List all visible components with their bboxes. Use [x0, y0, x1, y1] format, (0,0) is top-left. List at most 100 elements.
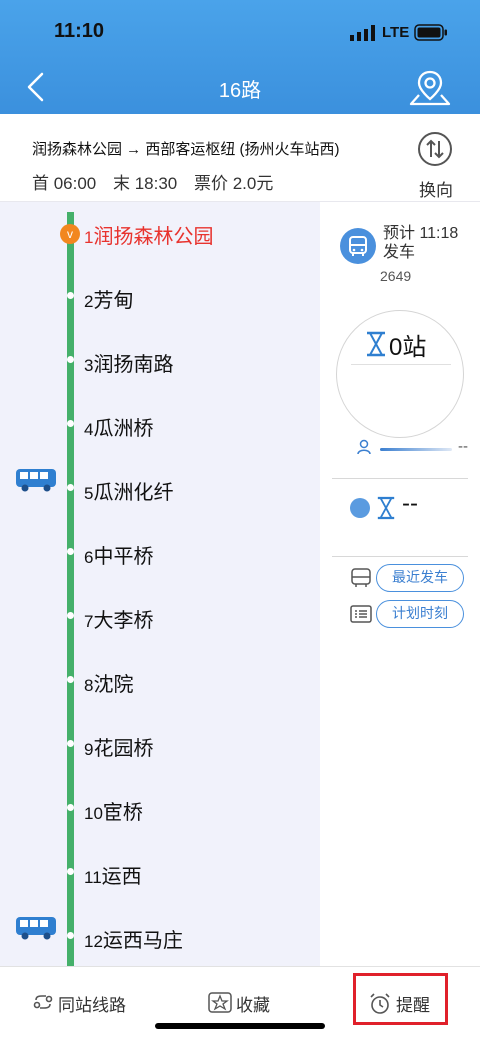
network-label: LTE	[382, 24, 410, 41]
divider	[351, 364, 451, 365]
status-bar: 11:10 LTE	[0, 0, 480, 62]
stop-item[interactable]: 12运西马庄	[0, 916, 320, 956]
stop-dot	[67, 804, 74, 811]
schedule-button[interactable]: 计划时刻	[376, 600, 464, 628]
divider	[332, 556, 468, 557]
top-bar: 11:10 LTE 16路	[0, 0, 480, 114]
swap-direction-button[interactable]: 换向	[410, 128, 462, 200]
stop-label: 花园桥	[93, 738, 154, 760]
stop-item[interactable]: 7大李桥	[0, 596, 320, 636]
status-time: 11:10	[54, 20, 105, 42]
stop-label: 运西	[101, 866, 142, 888]
battery-icon	[414, 24, 447, 41]
stop-dot	[67, 612, 74, 619]
back-icon[interactable]	[20, 70, 54, 104]
alarm-clock-icon	[370, 993, 390, 1014]
stop-item[interactable]: 10宦桥	[0, 788, 320, 828]
stop-name: 5瓜洲化纤	[84, 476, 173, 505]
route-line	[67, 212, 74, 966]
bus-stop-icon	[340, 228, 376, 264]
stop-name: 9花园桥	[84, 732, 153, 761]
start-marker-icon: v	[60, 224, 80, 244]
stop-item[interactable]: 3润扬南路	[0, 340, 320, 380]
departure-label: 发车	[383, 244, 416, 261]
crowd-level: --	[356, 438, 476, 458]
stop-dot	[67, 868, 74, 875]
first-bus-time: 首 06:00	[32, 174, 97, 193]
stop-dot	[67, 932, 74, 939]
stop-number: 6	[84, 548, 94, 567]
bottom-tab-bar: 同站线路 收藏 提醒	[0, 966, 480, 1039]
route-direction: 润扬森林公园 → 西部客运枢纽 (扬州火车站西)	[32, 141, 340, 158]
tab-favorite[interactable]: 收藏	[208, 989, 288, 1019]
departure-time: 预计 11:18 发车	[383, 224, 458, 262]
stop-name: 6中平桥	[84, 540, 153, 569]
stop-label: 芳甸	[93, 290, 134, 312]
stop-name: 4瓜洲桥	[84, 412, 153, 441]
bus-id: 2649	[380, 268, 412, 284]
swap-label: 换向	[419, 181, 453, 200]
stop-number: 2	[84, 292, 94, 311]
signal-icon	[350, 25, 375, 41]
departure-time-line: 预计 11:18	[383, 225, 459, 242]
stop-name: 7大李桥	[84, 604, 153, 633]
stop-number: 12	[84, 932, 103, 951]
nav-bar: 16路	[0, 62, 480, 114]
page-title: 16路	[218, 80, 262, 102]
stop-item[interactable]: 9花园桥	[0, 724, 320, 764]
stop-name: 2芳甸	[84, 284, 133, 313]
stop-item[interactable]: 11运西	[0, 852, 320, 892]
stations-away: 0站	[389, 334, 427, 361]
stop-name: 11运西	[84, 860, 142, 889]
stop-number: 1	[84, 228, 94, 247]
stop-number: 3	[84, 356, 94, 375]
stop-label: 宦桥	[102, 802, 143, 824]
stop-dot	[67, 676, 74, 683]
bus-icon[interactable]	[15, 468, 57, 492]
hourglass-icon	[367, 331, 385, 357]
stop-name: 8沈院	[84, 668, 133, 697]
stop-number: 5	[84, 484, 94, 503]
stop-name: 3润扬南路	[84, 348, 173, 377]
bus-icon[interactable]	[15, 916, 57, 940]
departure-info: 预计 11:18 发车	[340, 224, 480, 284]
divider	[332, 478, 468, 479]
stop-item[interactable]: 6中平桥	[0, 532, 320, 572]
recent-departure-button[interactable]: 最近发车	[376, 564, 464, 592]
star-icon	[208, 992, 232, 1013]
stop-number: 8	[84, 676, 94, 695]
tab-same-station[interactable]: 同站线路	[32, 989, 142, 1019]
stop-label: 大李桥	[93, 610, 154, 632]
stop-dot	[67, 420, 74, 427]
stop-label: 沈院	[93, 674, 134, 696]
next-bus-dot	[350, 498, 370, 518]
highlight-box	[353, 973, 448, 1025]
bus-outline-icon	[351, 568, 371, 587]
swap-icon	[418, 132, 452, 166]
stop-dot	[67, 356, 74, 363]
stop-item[interactable]: 5瓜洲化纤	[0, 468, 320, 508]
stop-label: 润扬南路	[93, 354, 174, 376]
next-bus-value: --	[402, 490, 418, 517]
stop-item[interactable]: 2芳甸	[0, 276, 320, 316]
home-indicator	[155, 1023, 325, 1029]
stop-label: 瓜洲桥	[93, 418, 154, 440]
stop-name: 12运西马庄	[84, 924, 183, 953]
stop-number: 11	[84, 868, 102, 887]
stop-name: 10宦桥	[84, 796, 143, 825]
recent-departure-row: 最近发车	[350, 564, 480, 594]
link-icon	[33, 995, 53, 1009]
next-bus-info: --	[350, 490, 470, 522]
schedule-row: 计划时刻	[350, 600, 480, 630]
fare: 票价 2.0元	[194, 174, 274, 193]
stop-item[interactable]: 8沈院	[0, 660, 320, 700]
stop-label: 润扬森林公园	[93, 226, 214, 248]
tab-label: 提醒	[396, 996, 430, 1015]
map-location-icon[interactable]	[408, 66, 452, 108]
stop-item[interactable]: 4瓜洲桥	[0, 404, 320, 444]
person-icon	[357, 439, 452, 455]
tab-remind[interactable]: 提醒	[368, 989, 448, 1019]
route-info: 首 06:00 末 18:30 票价 2.0元	[32, 169, 285, 194]
